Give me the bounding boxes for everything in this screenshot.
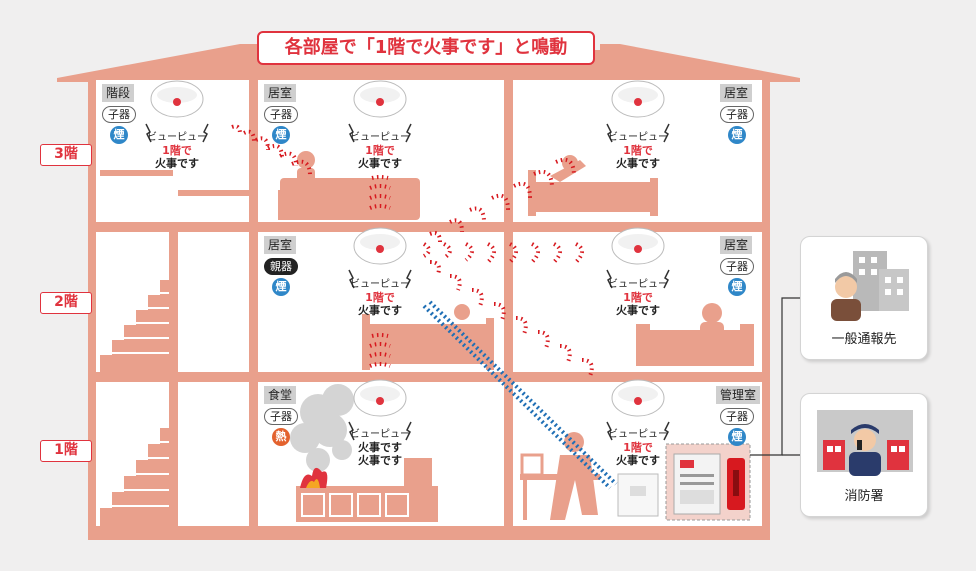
alarm-sound-text: ビューピュー — [350, 429, 410, 440]
smoke-sensor-icon: 煙 — [272, 126, 290, 144]
alarm-fire-text: 火事です — [358, 454, 402, 467]
floor-label-1: 1階 — [40, 440, 92, 462]
badge-child-unit: 子器 — [264, 408, 298, 425]
smoke-sensor-icon: 煙 — [728, 428, 746, 446]
smoke-sensor-icon: 煙 — [110, 126, 128, 144]
alarm-fire-text: 火事です — [616, 454, 660, 467]
room-label-dining: 食堂 — [264, 386, 297, 404]
alarm-fire-text: 火事です — [358, 157, 402, 170]
alarm-sound-text: ビューピュー — [147, 132, 207, 143]
contact-name: 一般通報先 — [831, 332, 897, 347]
page-title: 各部屋で「1階で火事です」と鳴動 — [257, 31, 595, 65]
alarm-sound-text: ビューピュー — [350, 132, 410, 143]
alarm-fire-text: 火事です — [358, 304, 402, 317]
detectors — [150, 80, 665, 417]
sound-marks — [145, 123, 670, 441]
fire-flames — [300, 467, 328, 488]
badge-child-unit: 子器 — [720, 258, 754, 275]
stairs-lines — [100, 292, 169, 507]
smoke-cloud — [290, 384, 354, 472]
alarm-floor-text: 1階で — [365, 291, 395, 304]
alarm-message: ビューピュー 1階で 火事です — [330, 131, 430, 170]
badge-child-unit: 子器 — [264, 106, 298, 123]
badge-child-unit: 子器 — [720, 408, 754, 425]
alarm-floor-text: 1階で — [365, 144, 395, 157]
contact-name: 消防署 — [844, 489, 884, 504]
smoke-sensor-icon: 煙 — [272, 278, 290, 296]
smoke-sensor-icon: 煙 — [728, 278, 746, 296]
alarm-floor-text: 1階で — [623, 144, 653, 157]
control-panel — [617, 443, 751, 521]
smoke-sensor-icon: 煙 — [728, 126, 746, 144]
alarm-sound-text: ビューピュー — [608, 429, 668, 440]
alarm-floor-text: 1階で — [623, 291, 653, 304]
contact-card-fire-station: 消防署 — [800, 393, 928, 517]
alarm-fire-text: 火事です — [358, 441, 402, 454]
contact-card-general: 一般通報先 — [800, 236, 928, 360]
badge-child-unit: 子器 — [102, 106, 136, 123]
alarm-message: ビューピュー 1階で 火事です — [588, 131, 688, 170]
alarm-sound-text: ビューピュー — [608, 132, 668, 143]
person-building-icon — [831, 251, 909, 321]
badge-child-unit: 子器 — [720, 106, 754, 123]
room-label-management: 管理室 — [716, 386, 761, 404]
room-label-living: 居室 — [720, 236, 753, 254]
room-label-stairs: 階段 — [102, 84, 135, 102]
room-label-living: 居室 — [264, 84, 297, 102]
alarm-sound-text: ビューピュー — [608, 279, 668, 290]
connector-lines — [750, 297, 800, 456]
alarm-floor-text: 1階で — [162, 144, 192, 157]
heat-sensor-icon: 熱 — [272, 428, 290, 446]
alarm-fire-text: 火事です — [616, 304, 660, 317]
alarm-message: ビューピュー 1階で 火事です — [127, 131, 227, 170]
alarm-fire-text: 火事です — [616, 157, 660, 170]
room-label-living: 居室 — [264, 236, 297, 254]
floor-label-2: 2階 — [40, 292, 92, 314]
floor-label-3: 3階 — [40, 144, 92, 166]
alarm-message: ビューピュー 1階で 火事です — [330, 278, 430, 317]
alarm-floor-text: 1階で — [623, 441, 653, 454]
sound-waves-red — [231, 124, 594, 377]
kitchen-details — [301, 493, 409, 517]
room-label-living: 居室 — [720, 84, 753, 102]
alarm-sound-text: ビューピュー — [350, 279, 410, 290]
alarm-fire-text: 火事です — [155, 157, 199, 170]
alarm-message: ビューピュー 1階で 火事です — [588, 428, 688, 467]
firefighter-station-icon — [817, 410, 913, 476]
alarm-message: ビューピュー 1階で 火事です — [588, 278, 688, 317]
alarm-message-origin: ビューピュー 火事です 火事です — [330, 428, 430, 467]
sound-waves-blue — [422, 300, 618, 490]
badge-parent-unit: 親器 — [264, 258, 298, 275]
stairs — [100, 170, 249, 526]
